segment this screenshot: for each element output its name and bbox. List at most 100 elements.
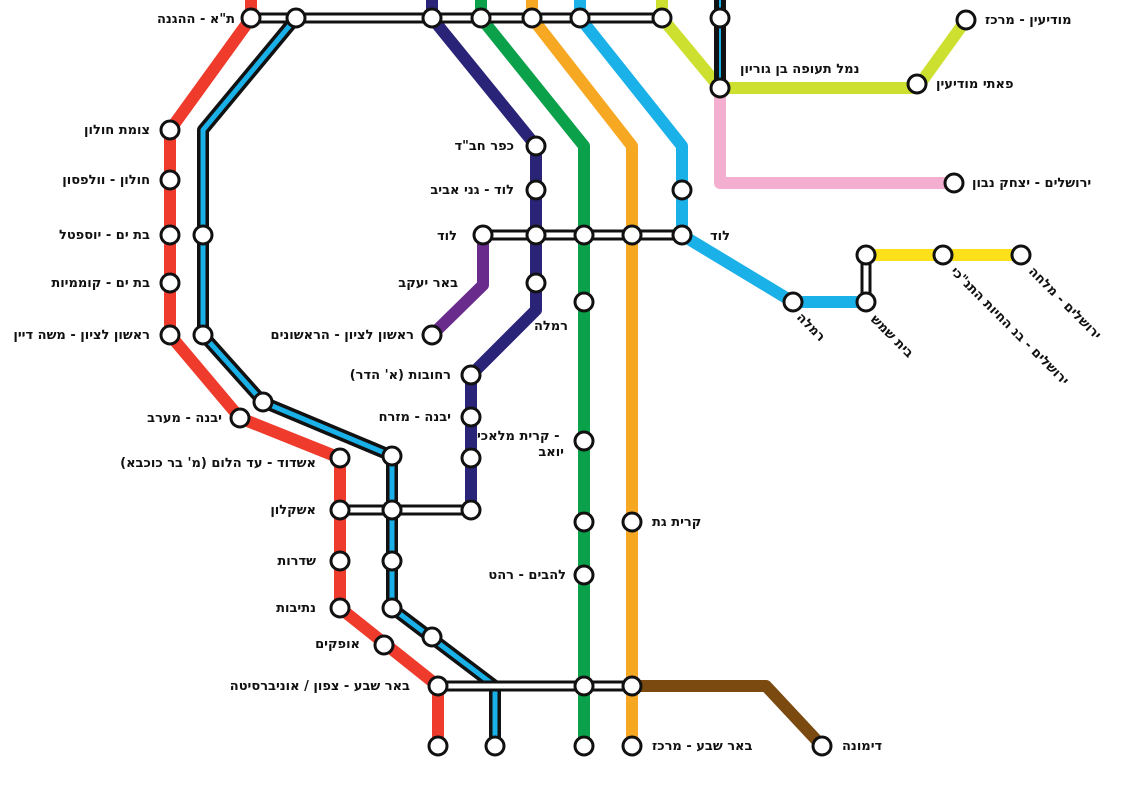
station-coastal-ashdod[interactable] [381, 445, 403, 467]
station-kfar-habad[interactable] [525, 135, 547, 157]
label-namal-teufa: נמל תעופה בן גוריון [740, 62, 859, 77]
label-batyam-komemiyut: בת ים - קוממיות [51, 276, 150, 291]
station-coastal-yavne[interactable] [252, 391, 274, 413]
label-rishon-moshe-dayan: ראשון לציון - משה דיין [13, 328, 150, 343]
label-kiryat-malakhi: קרית מלאכי - יואב [477, 429, 564, 460]
station-lehavim[interactable] [573, 564, 595, 586]
label-paatei-modiin: פאתי מודיעין [936, 77, 1014, 92]
line-green [475, 0, 590, 746]
station-green-kiryat-gat[interactable] [573, 511, 595, 533]
label-kiryat-malakhi-l2: יואב [538, 445, 564, 460]
label-lod-ganei-aviv: לוד - גני אביב [430, 183, 514, 198]
station-jerusalem-binyanei[interactable] [932, 244, 954, 266]
station-holon-junction[interactable] [159, 119, 181, 141]
label-kiryat-malakhi-l1: קרית מלאכי - [477, 429, 559, 444]
station-netivot[interactable] [329, 597, 351, 619]
label-ramla-right: רמלה [793, 310, 828, 345]
label-ashkelon: אשקלון [270, 503, 316, 518]
station-navy-ashkelon[interactable] [460, 499, 482, 521]
station-batyam-yoseftal[interactable] [159, 224, 181, 246]
label-beersheva-center: באר שבע - מרכז [652, 739, 753, 754]
label-ofakim: אופקים [315, 637, 360, 652]
station-jerusalem-navon[interactable] [943, 172, 965, 194]
station-ta-hahagana-5[interactable] [521, 7, 543, 29]
station-kiryat-malakhi[interactable] [573, 430, 595, 452]
label-yavne-east: יבנה - מזרח [379, 410, 451, 425]
station-coastal-terminus[interactable] [484, 735, 506, 757]
label-jerusalem-malha: ירושלים - מלחה [1025, 264, 1104, 343]
station-red-terminus[interactable] [427, 735, 449, 757]
station-orange-beersheva[interactable] [621, 675, 643, 697]
station-rehovot[interactable] [460, 364, 482, 386]
station-dimona[interactable] [811, 735, 833, 757]
label-modiin-merkaz: מודיעין - מרכז [985, 13, 1072, 28]
label-ramla-left: רמלה [534, 319, 568, 334]
station-beit-shemesh-low[interactable] [855, 291, 877, 313]
station-lod-2[interactable] [525, 224, 547, 246]
label-rehovot: רחובות (א' הדר) [350, 368, 451, 383]
station-lod-ganei-aviv[interactable] [525, 179, 547, 201]
label-rishon-rishonim: ראשון לציון - הראשונים [271, 328, 414, 343]
station-modiin-merkaz[interactable] [955, 9, 977, 31]
rail-lines [164, 0, 1021, 751]
label-lod-right: לוד [710, 229, 730, 244]
station-navy-ashdod[interactable] [460, 447, 482, 469]
station-coastal-sderot[interactable] [381, 550, 403, 572]
label-holon-junction: צומת חולון [84, 123, 150, 138]
label-ta-hahagana: ת"א - ההגנה [157, 12, 235, 27]
label-batyam-yoseftal: בת ים - יוספטל [59, 228, 150, 243]
label-kfar-habad: כפר חב"ד [454, 139, 514, 154]
label-jerusalem-navon: ירושלים - יצחק נבון [972, 176, 1091, 191]
station-lod-5[interactable] [671, 224, 693, 246]
label-beit-shemesh: בית שמש [867, 312, 916, 361]
station-paatei-modiin[interactable] [906, 73, 928, 95]
station-jerusalem-malha[interactable] [1010, 244, 1032, 266]
station-ofakim[interactable] [373, 634, 395, 656]
station-ta-hahagana-2[interactable] [285, 7, 307, 29]
label-ashdod: אשדוד - עד הלום (מ' בר כוכבא) [120, 456, 316, 471]
label-beersheva-north: באר שבע - צפון / אוניברסיטה [230, 679, 410, 694]
station-beersheva-center[interactable] [621, 735, 643, 757]
station-batyam-komemiyut[interactable] [159, 272, 181, 294]
station-green-beersheva[interactable] [573, 675, 595, 697]
station-ta-hahagana-3[interactable] [421, 7, 443, 29]
station-coastal-ofakim[interactable] [421, 626, 443, 648]
station-airport-top[interactable] [709, 7, 731, 29]
station-namal-teufa[interactable] [709, 77, 731, 99]
station-navy-ramla[interactable] [525, 272, 547, 294]
station-lod-3[interactable] [573, 224, 595, 246]
station-kiryat-gat[interactable] [621, 511, 643, 533]
station-beersheva-north[interactable] [427, 675, 449, 697]
station-lod-1[interactable] [472, 224, 494, 246]
station-green-terminus[interactable] [573, 735, 595, 757]
station-lod-4[interactable] [621, 224, 643, 246]
station-yavne-east[interactable] [460, 406, 482, 428]
station-holon-wolfson[interactable] [159, 169, 181, 191]
station-ta-hahagana-7[interactable] [651, 7, 673, 29]
label-kiryat-gat: קרית גת [652, 515, 701, 530]
station-coastal-ashkelon[interactable] [381, 499, 403, 521]
station-ta-hahagana[interactable] [240, 7, 262, 29]
station-ramla-green[interactable] [573, 291, 595, 313]
line-coastal [200, 16, 498, 746]
station-ta-hahagana-4[interactable] [470, 7, 492, 29]
station-coastal-batyam[interactable] [192, 224, 214, 246]
station-rishon-rishonim[interactable] [421, 324, 443, 346]
stations [159, 7, 1032, 757]
station-sderot[interactable] [329, 550, 351, 572]
station-yavne-west[interactable] [229, 407, 251, 429]
station-lightblue-upper[interactable] [671, 179, 693, 201]
station-beit-shemesh-high[interactable] [855, 244, 877, 266]
station-ramla-east[interactable] [782, 291, 804, 313]
label-sderot: שדרות [277, 554, 316, 569]
station-coastal-netivot[interactable] [381, 597, 403, 619]
station-ashkelon[interactable] [329, 499, 351, 521]
station-ashdod[interactable] [329, 447, 351, 469]
station-rishon-moshe-dayan[interactable] [159, 324, 181, 346]
line-purple [427, 235, 489, 340]
station-ta-hahagana-6[interactable] [569, 7, 591, 29]
station-coastal-rishon[interactable] [192, 324, 214, 346]
label-netivot: נתיבות [276, 601, 316, 616]
label-lehavim: להבים - רהט [488, 568, 566, 583]
